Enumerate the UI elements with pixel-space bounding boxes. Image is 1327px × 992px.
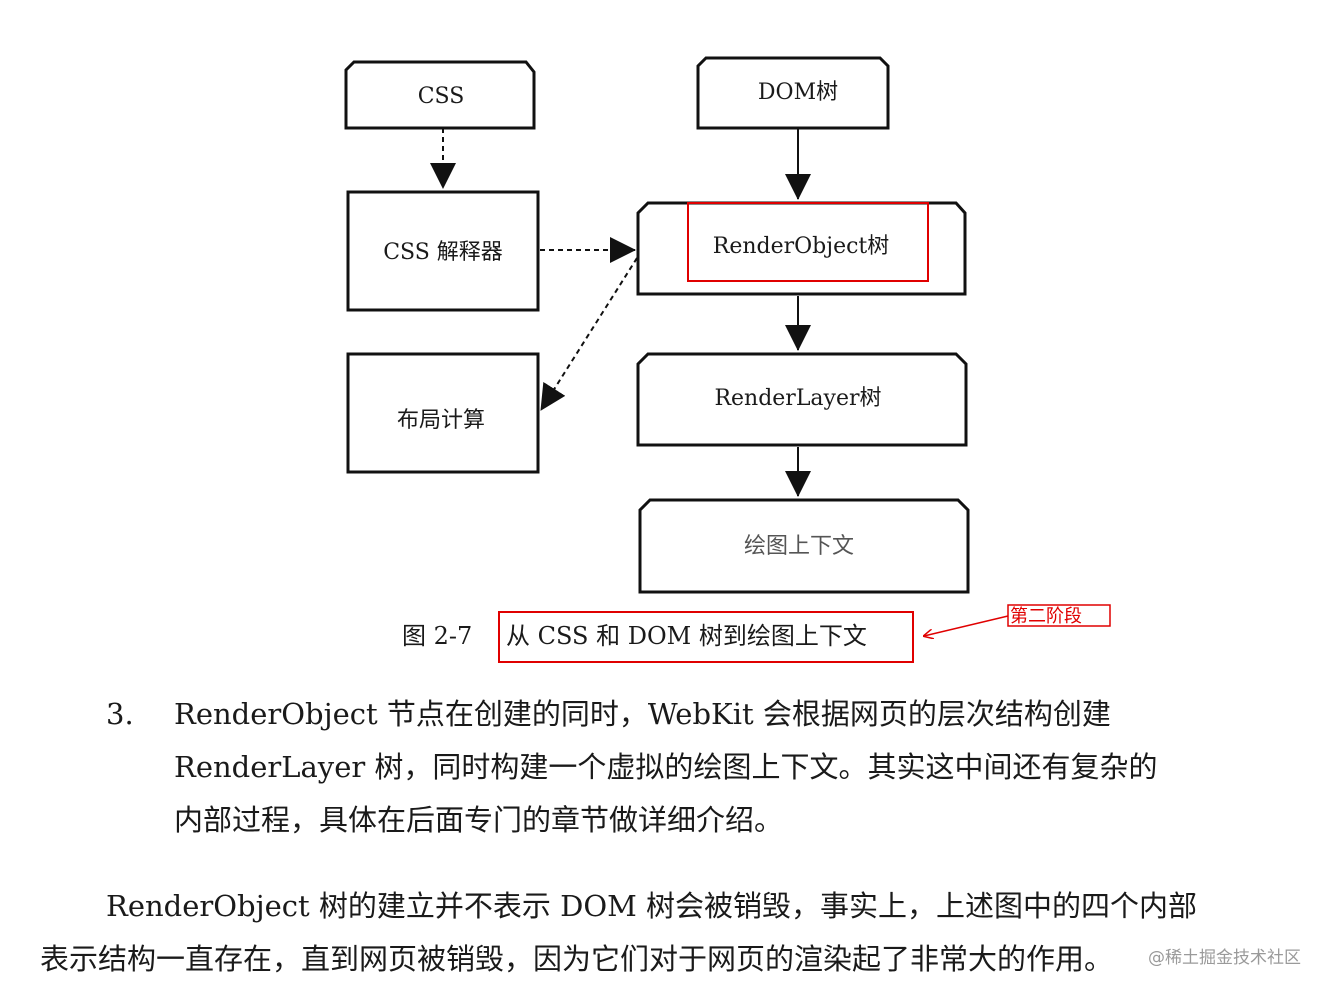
render-object-highlight-box [687,202,929,282]
watermark: @稀土掘金技术社区 [1148,948,1301,968]
figure-title: 从 CSS 和 DOM 树到绘图上下文 [506,622,867,650]
annotation-label: 第二阶段 [1010,606,1082,627]
node-graphics-context: 绘图上下文 [638,498,970,594]
figure-number: 图 2-7 [402,622,472,650]
node-render-layer-tree-label: RenderLayer树 [714,386,881,411]
node-graphics-context-label: 绘图上下文 [744,534,854,559]
node-layout [346,352,540,474]
list-item-line-1: RenderObject 节点在创建的同时，WebKit 会根据网页的层次结构创… [174,697,1111,731]
node-dom-tree-label: DOM树 [758,80,838,105]
node-css-label: CSS [418,84,465,109]
annotation-box [1007,604,1111,627]
node-render-object-tree: RenderObject树 [636,201,967,296]
list-item-line-3: 内部过程，具体在后面专门的章节做详细介绍。 [174,803,784,837]
node-render-layer-tree: RenderLayer树 [636,352,968,447]
edge-render-object-to-layout [540,257,638,411]
node-layout-label: 布局计算 [397,408,485,433]
list-item-number: 3. [106,697,134,731]
node-dom-tree: DOM树 [696,56,890,130]
list-item-line-2: RenderLayer 树，同时构建一个虚拟的绘图上下文。其实这中间还有复杂的 [174,750,1158,784]
paragraph-line-1: RenderObject 树的建立并不表示 DOM 树会被销毁，事实上，上述图中… [106,889,1198,923]
node-css-interpreter-label: CSS 解释器 [383,240,503,265]
node-css: CSS [344,60,536,130]
caption-highlight-box [498,611,914,663]
node-render-object-tree-label: RenderObject树 [713,234,890,259]
annotation-arrow [924,615,1009,636]
paragraph-line-2: 表示结构一直存在，直到网页被销毁，因为它们对于网页的渲染起了非常大的作用。 [40,942,1114,976]
node-css-interpreter [346,190,540,312]
